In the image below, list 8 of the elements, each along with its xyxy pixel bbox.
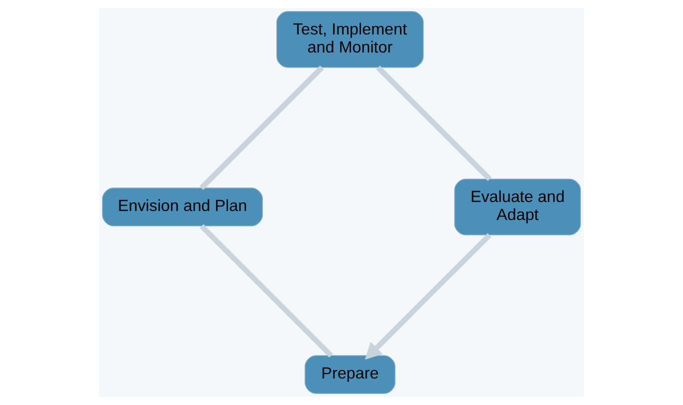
node-box: Evaluate and Adapt [454, 178, 581, 236]
connector [200, 224, 334, 358]
node-box: Test, Implement and Monitor [276, 11, 424, 68]
arrow [364, 233, 492, 360]
node-box: Prepare [304, 355, 396, 394]
connector [376, 66, 492, 182]
node-box: Envision and Plan [102, 188, 263, 226]
connector [199, 66, 324, 190]
